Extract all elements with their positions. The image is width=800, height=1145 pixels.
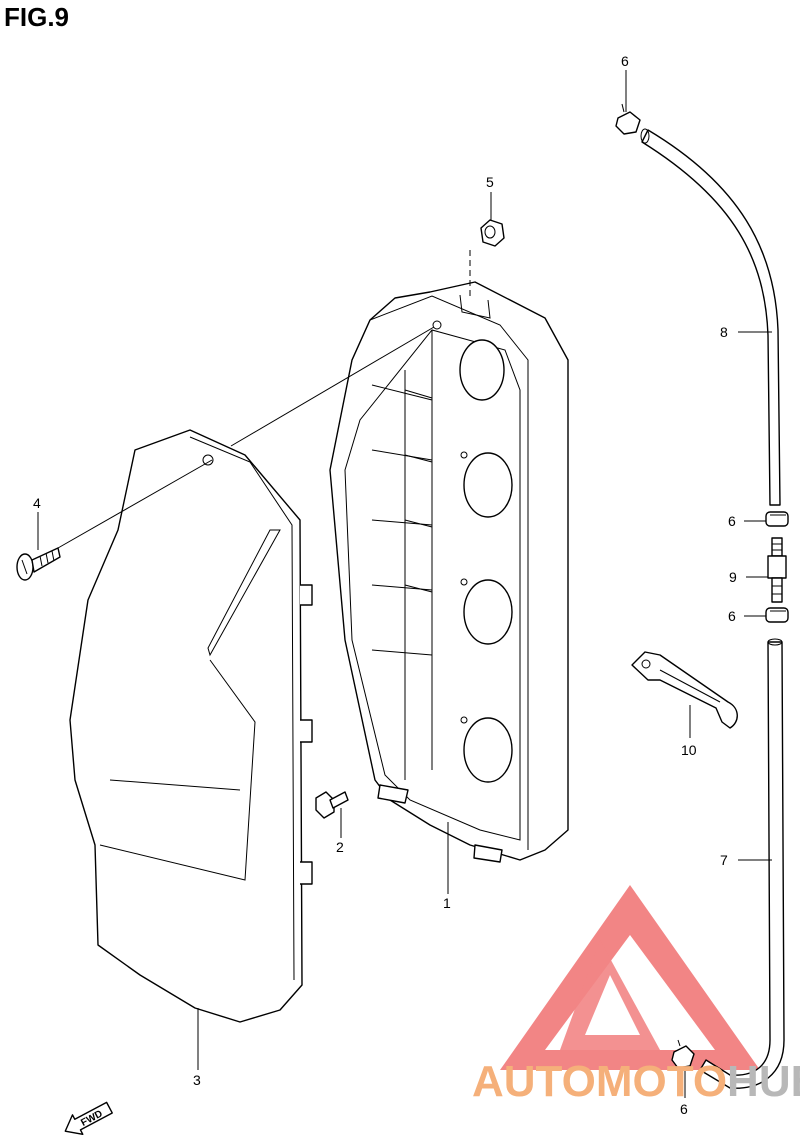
watermark-logo xyxy=(500,885,760,1070)
part-6-clamp-bottom xyxy=(671,1039,695,1069)
callout-5: 5 xyxy=(486,174,494,190)
part-3-cover xyxy=(69,429,313,1023)
watermark-text-hub: HUB xyxy=(727,1057,800,1106)
leader-lines xyxy=(37,70,772,1098)
callout-6-top: 6 xyxy=(621,53,629,69)
callout-8: 8 xyxy=(720,324,728,340)
callout-6-upper: 6 xyxy=(728,513,736,529)
part-10-bracket xyxy=(631,651,738,729)
fwd-label: FWD xyxy=(79,1108,104,1128)
callout-2: 2 xyxy=(336,839,344,855)
part-5-nut xyxy=(480,219,505,247)
part-9-connector xyxy=(767,537,787,603)
part-8-hose xyxy=(640,128,781,506)
callout-4: 4 xyxy=(33,495,41,511)
part-7-hose xyxy=(699,638,785,1089)
watermark-text: AUTOMOTOHUB xyxy=(472,1057,800,1106)
figure-title: FIG.9 xyxy=(4,2,69,32)
part-6-clamp-upper xyxy=(765,511,789,527)
callout-3: 3 xyxy=(193,1072,201,1088)
part-4-screw xyxy=(16,547,61,581)
callout-10: 10 xyxy=(681,742,697,758)
part-6-clamp-lower xyxy=(765,607,789,623)
part-2-bolt xyxy=(315,791,349,819)
callout-9: 9 xyxy=(729,569,737,585)
assembly-guide-lines xyxy=(57,250,471,549)
callout-1: 1 xyxy=(443,895,451,911)
callout-6-bottom: 6 xyxy=(680,1101,688,1117)
callout-7: 7 xyxy=(720,852,728,868)
part-1-housing xyxy=(329,281,569,863)
watermark-text-automoto: AUTOMOTO xyxy=(472,1057,727,1106)
part-6-clamp-top xyxy=(615,103,641,135)
fwd-arrow: FWD xyxy=(64,1101,113,1135)
callout-6-lower: 6 xyxy=(728,608,736,624)
